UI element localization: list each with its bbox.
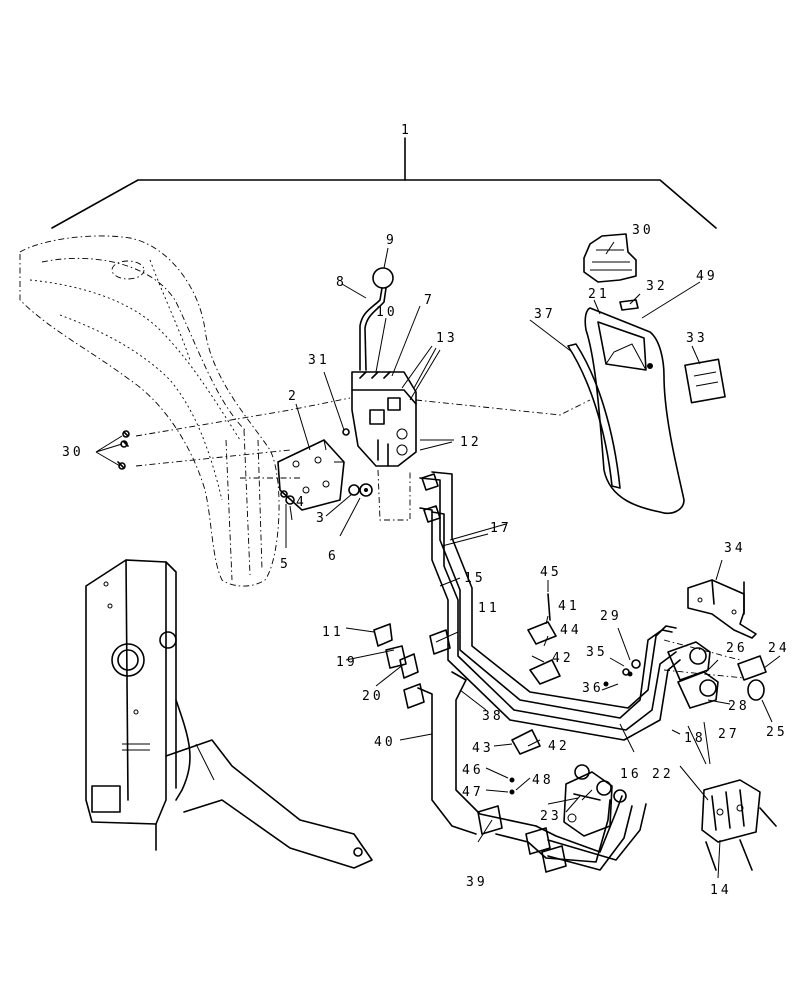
callout-25: 25 (766, 725, 788, 740)
callout-27: 27 (718, 727, 740, 742)
callout-49: 49 (696, 269, 718, 284)
callout-24: 24 (768, 641, 790, 656)
callout-9: 9 (386, 233, 397, 248)
callout-34: 34 (724, 541, 746, 556)
side-console (567, 233, 726, 515)
callout-31: 31 (308, 353, 330, 368)
callout-2: 2 (288, 389, 299, 404)
phantom-lines (135, 397, 745, 679)
callout-21: 21 (588, 287, 610, 302)
hardware-bolts (117, 428, 373, 505)
callout-39: 39 (466, 875, 488, 890)
callout-30b: 30 (632, 223, 654, 238)
callout-7: 7 (424, 293, 435, 308)
callout-15: 15 (464, 571, 486, 586)
callout-18: 18 (684, 731, 706, 746)
callout-35: 35 (586, 645, 608, 660)
callout-1: 1 (401, 123, 412, 138)
callout-12: 12 (460, 435, 482, 450)
couplers (622, 641, 767, 709)
callout-3: 3 (316, 511, 327, 526)
callout-labels: 1 2 3 4 5 6 7 8 9 10 11 11 12 13 14 15 1… (62, 123, 790, 898)
callout-11b: 11 (478, 601, 500, 616)
callout-14: 14 (710, 883, 732, 898)
callout-26: 26 (726, 641, 748, 656)
callout-6: 6 (328, 549, 339, 564)
callout-37: 37 (534, 307, 556, 322)
coupler-bracket (687, 579, 757, 639)
callout-16: 16 (620, 767, 642, 782)
frame-bracket (85, 559, 373, 869)
callout-22: 22 (652, 767, 674, 782)
callout-36: 36 (582, 681, 604, 696)
callout-45: 45 (540, 565, 562, 580)
mounting-plate (277, 439, 345, 511)
callout-32: 32 (646, 279, 668, 294)
callout-28: 28 (728, 699, 750, 714)
callout-4: 4 (296, 495, 307, 510)
callout-46: 46 (462, 763, 484, 778)
callout-13: 13 (436, 331, 458, 346)
callout-10: 10 (376, 305, 398, 320)
callout-23: 23 (540, 809, 562, 824)
callout-41: 41 (558, 599, 580, 614)
callout-38: 38 (482, 709, 504, 724)
line-clamps (509, 593, 633, 795)
callout-42b: 42 (548, 739, 570, 754)
callout-44: 44 (560, 623, 582, 638)
callout-20: 20 (362, 689, 384, 704)
callout-47: 47 (462, 785, 484, 800)
callout-5: 5 (280, 557, 291, 572)
callout-42a: 42 (552, 651, 574, 666)
control-valve (351, 371, 417, 467)
hydraulic-lines (417, 471, 681, 871)
control-lever (359, 267, 394, 371)
fittings (373, 473, 567, 873)
leader-lines (95, 241, 781, 879)
callout-30a: 30 (62, 445, 84, 460)
coupler-block (563, 764, 627, 837)
callout-48: 48 (532, 773, 554, 788)
remote-valve (701, 779, 777, 871)
fender (19, 235, 280, 587)
callout-33: 33 (686, 331, 708, 346)
callout-40: 40 (374, 735, 396, 750)
assembly-bracket (51, 137, 717, 229)
callout-29: 29 (600, 609, 622, 624)
callout-43: 43 (472, 741, 494, 756)
callout-17: 17 (490, 521, 512, 536)
callout-11a: 11 (322, 625, 344, 640)
callout-8: 8 (336, 275, 347, 290)
callout-19: 19 (336, 655, 358, 670)
